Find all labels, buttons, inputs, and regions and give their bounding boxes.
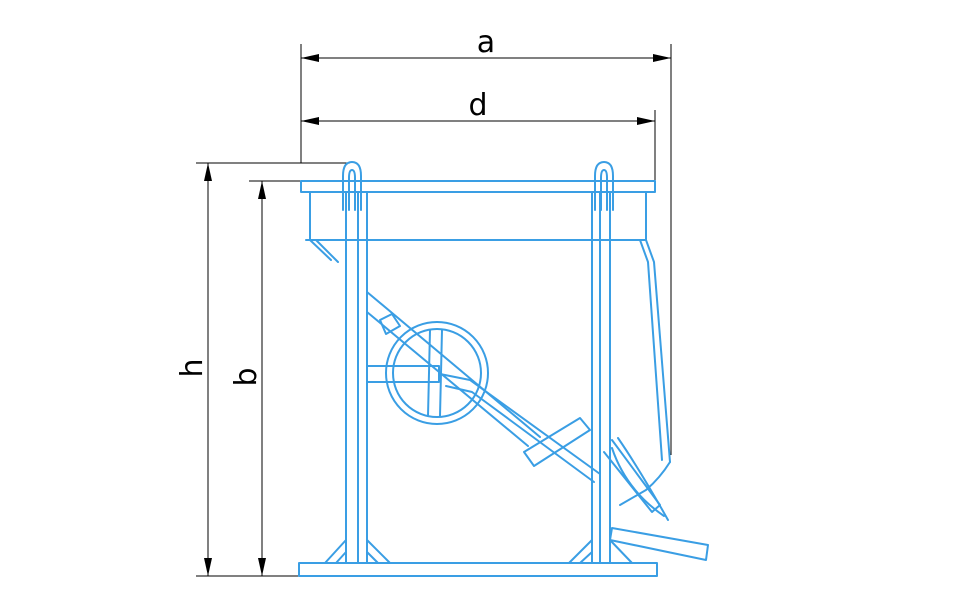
left-lift-hook	[342, 161, 362, 211]
right-taper	[645, 239, 671, 463]
gate-curve	[617, 437, 669, 521]
handwheel-spoke-2	[439, 329, 443, 417]
left-hopper	[309, 239, 339, 263]
gate-lever-2	[445, 385, 595, 483]
discharge-mechanism	[366, 291, 709, 561]
chute	[366, 291, 541, 447]
base-plate	[298, 562, 658, 577]
frame	[298, 161, 658, 577]
dimension-h: h	[175, 162, 350, 577]
left-upper-wall	[305, 191, 311, 241]
dimension-label-d: d	[468, 88, 487, 123]
top-rim	[300, 180, 656, 193]
right-gusset-outer	[568, 539, 593, 564]
right-lift-hook-inner	[600, 169, 608, 211]
dimension-label-h: h	[175, 358, 210, 377]
bucket-body	[300, 180, 671, 506]
left-gusset-inner	[366, 539, 391, 564]
left-lift-hook-inner	[348, 169, 356, 211]
handwheel-inner	[392, 328, 482, 418]
lever-clamp	[523, 417, 591, 467]
dimension-label-a: a	[477, 25, 495, 60]
handwheel-spoke-1	[427, 329, 431, 417]
gate-curve-2	[611, 447, 665, 517]
dimension-d: d	[301, 88, 656, 182]
dimension-a: a	[300, 25, 672, 455]
left-gusset-outer	[324, 539, 347, 564]
outlet-lip	[619, 461, 671, 506]
outlet-handle	[609, 527, 709, 561]
right-gusset-inner	[609, 539, 633, 564]
handwheel-outer	[385, 321, 489, 425]
gate-lever	[439, 373, 601, 475]
right-lift-hook	[594, 161, 614, 211]
chute-bracket	[379, 313, 401, 335]
dimension-label-b: b	[229, 367, 264, 386]
dimension-b: b	[229, 180, 301, 576]
right-taper-inner	[639, 239, 663, 461]
